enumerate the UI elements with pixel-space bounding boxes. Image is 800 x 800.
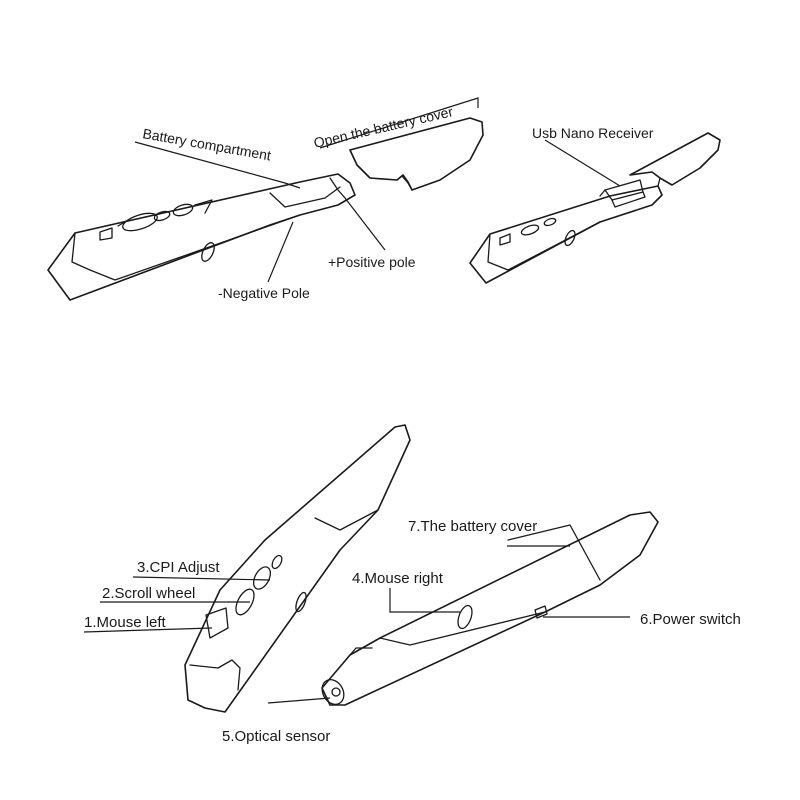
pen-side-view [321,511,659,706]
label-battery-compartment: Battery compartment [141,125,272,163]
label-negative-pole: -Negative Pole [218,285,310,301]
pen-open-battery-compartment [47,173,356,301]
pen-top-view-buttons [184,424,411,713]
pen-usb-nano-receiver [469,132,721,284]
label-power-switch: 6.Power switch [640,611,741,628]
leader-lines [83,97,630,704]
leader-usb-nano [544,139,621,187]
leader-mouse-left [83,627,213,633]
leader-mouse-right [389,588,460,613]
label-mouse-right: 4.Mouse right [352,570,444,587]
removed-battery-cover [349,117,484,191]
label-cpi-adjust: 3.CPI Adjust [137,559,220,576]
label-mouse-left: 1.Mouse left [84,614,167,631]
leader-open-battery-cover [319,97,479,149]
leader-negative-pole [267,221,294,283]
label-battery-cover: 7.The battery cover [408,518,537,535]
leader-positive-pole [344,197,386,251]
label-scroll-wheel: 2.Scroll wheel [102,585,195,602]
label-positive-pole: +Positive pole [328,254,416,270]
leader-cpi-adjust [132,576,271,581]
label-optical-sensor: 5.Optical sensor [222,728,330,745]
leader-optical-sensor [267,697,331,704]
label-usb-nano-receiver: Usb Nano Receiver [532,125,654,141]
leader-battery-compartment [134,141,301,189]
